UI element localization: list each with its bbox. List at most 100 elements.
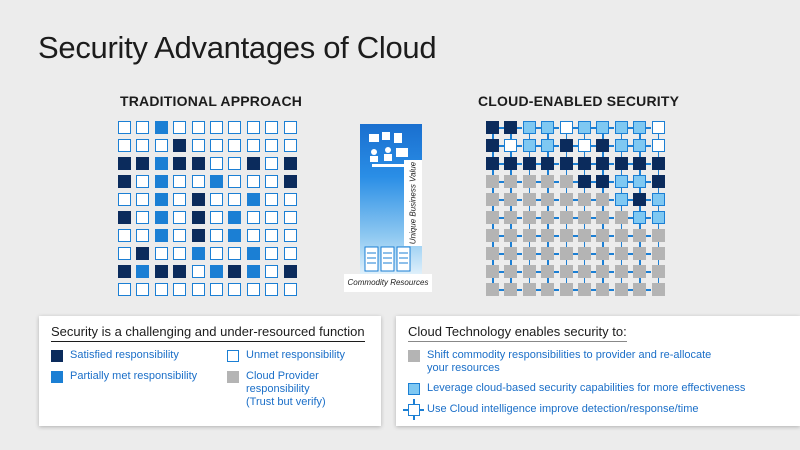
unmet-cell bbox=[283, 229, 297, 242]
partial-cell bbox=[246, 193, 260, 206]
partial-cell bbox=[154, 121, 168, 134]
unmet-cell bbox=[136, 211, 150, 224]
cloud-capability-cell bbox=[651, 211, 665, 229]
unmet-cell bbox=[246, 121, 260, 134]
satisfied-swatch bbox=[51, 350, 63, 362]
unmet-cell bbox=[118, 283, 131, 296]
partial-cell bbox=[228, 211, 242, 224]
unmet-cell bbox=[191, 139, 205, 152]
legend-provider: Cloud Provider responsibility (Trust but… bbox=[227, 370, 326, 409]
unmet-cell bbox=[228, 175, 242, 188]
provider-cell bbox=[651, 283, 665, 296]
provider-swatch bbox=[227, 371, 239, 383]
satisfied-cell bbox=[283, 175, 297, 188]
unmet-cell bbox=[136, 283, 150, 296]
provider-cell bbox=[504, 193, 523, 211]
satisfied-cell bbox=[173, 157, 187, 170]
provider-cell bbox=[504, 229, 523, 247]
provider-cell bbox=[577, 229, 596, 247]
partial-cell bbox=[154, 211, 168, 224]
satisfied-cell bbox=[136, 247, 150, 260]
unmet-cell bbox=[228, 193, 242, 206]
unmet-cell bbox=[228, 283, 242, 296]
legend-leverage: Leverage cloud-based security capabiliti… bbox=[408, 382, 745, 395]
partial-cell bbox=[209, 265, 223, 278]
unmet-cell bbox=[154, 283, 168, 296]
provider-cell bbox=[522, 193, 541, 211]
provider-cell bbox=[504, 247, 523, 265]
provider-cell bbox=[559, 229, 578, 247]
legend-label: Shift commodity responsibilities to prov… bbox=[427, 349, 711, 375]
commodity-resources-label: Commodity Resources bbox=[344, 274, 432, 292]
unmet-cell bbox=[173, 247, 187, 260]
satisfied-cell bbox=[191, 211, 205, 224]
satisfied-cell bbox=[118, 175, 131, 188]
cloud-capability-cell bbox=[614, 139, 633, 157]
unmet-cell bbox=[209, 139, 223, 152]
unmet-cell bbox=[651, 139, 665, 157]
business-value-text: Unique Business Value bbox=[408, 161, 418, 245]
provider-cell bbox=[486, 247, 504, 265]
cloud-grid bbox=[486, 121, 665, 296]
cloud-capability-cell bbox=[522, 121, 541, 139]
unmet-cell bbox=[173, 175, 187, 188]
partial-cell bbox=[154, 229, 168, 242]
unmet-cell bbox=[191, 121, 205, 134]
unmet-cell bbox=[265, 175, 279, 188]
unmet-cell bbox=[209, 247, 223, 260]
cloud-capability-cell bbox=[614, 175, 633, 193]
cloud-capability-cell bbox=[651, 193, 665, 211]
provider-cell bbox=[633, 283, 652, 296]
unmet-cell bbox=[154, 139, 168, 152]
legend-line: your resources bbox=[427, 362, 500, 374]
provider-cell bbox=[614, 211, 633, 229]
unmet-cell bbox=[283, 139, 297, 152]
provider-cell bbox=[559, 193, 578, 211]
legend-shift-commodity: Shift commodity responsibilities to prov… bbox=[408, 349, 711, 375]
partial-cell bbox=[154, 157, 168, 170]
satisfied-cell bbox=[283, 157, 297, 170]
satisfied-cell bbox=[614, 157, 633, 175]
provider-cell bbox=[522, 229, 541, 247]
legend-line: (Trust but verify) bbox=[246, 396, 326, 408]
unmet-cell bbox=[118, 121, 131, 134]
partial-cell bbox=[154, 193, 168, 206]
provider-cell bbox=[596, 229, 615, 247]
provider-cell bbox=[522, 211, 541, 229]
traditional-legend: Security is a challenging and under-reso… bbox=[39, 316, 381, 426]
unmet-cell bbox=[118, 139, 131, 152]
provider-cell bbox=[522, 283, 541, 296]
legend-partial: Partially met responsibility bbox=[51, 370, 197, 383]
provider-cell bbox=[614, 229, 633, 247]
unmet-cell bbox=[265, 139, 279, 152]
satisfied-cell bbox=[118, 157, 131, 170]
provider-cell bbox=[541, 193, 560, 211]
cloud-legend-title: Cloud Technology enables security to: bbox=[408, 324, 627, 342]
provider-cell bbox=[486, 265, 504, 283]
satisfied-cell bbox=[191, 193, 205, 206]
unmet-cell bbox=[504, 139, 523, 157]
unmet-cell bbox=[136, 175, 150, 188]
cloud-capability-cell bbox=[596, 121, 615, 139]
unmet-cell bbox=[246, 283, 260, 296]
provider-cell bbox=[577, 283, 596, 296]
unmet-cell bbox=[191, 265, 205, 278]
cloud-capability-cell bbox=[614, 193, 633, 211]
cloud-capability-cell bbox=[633, 211, 652, 229]
traditional-legend-title: Security is a challenging and under-reso… bbox=[51, 324, 365, 342]
provider-cell bbox=[541, 247, 560, 265]
partial-cell bbox=[209, 175, 223, 188]
satisfied-cell bbox=[228, 265, 242, 278]
provider-cell bbox=[577, 247, 596, 265]
provider-cell bbox=[522, 265, 541, 283]
provider-cell bbox=[577, 211, 596, 229]
provider-cell bbox=[486, 229, 504, 247]
partial-cell bbox=[136, 265, 150, 278]
provider-cell bbox=[614, 283, 633, 296]
legend-label: Leverage cloud-based security capabiliti… bbox=[427, 382, 746, 394]
satisfied-cell bbox=[577, 175, 596, 193]
unmet-cell bbox=[228, 157, 242, 170]
satisfied-cell bbox=[633, 193, 652, 211]
satisfied-cell bbox=[559, 157, 578, 175]
unmet-cell bbox=[228, 139, 242, 152]
